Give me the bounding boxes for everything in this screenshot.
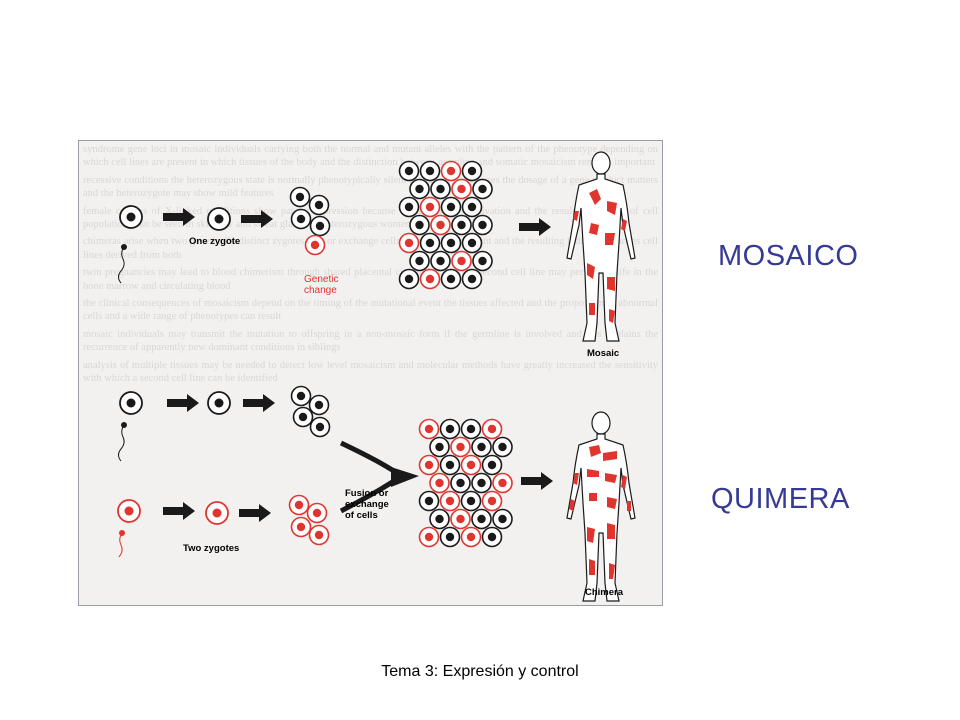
cluster-cell [472,178,493,200]
zygote-with-sperm-black [118,391,143,462]
zygote-cell [207,207,231,231]
cluster-cell [418,418,440,440]
cluster-cell [492,472,513,494]
caption-one-zygote: One zygote [189,236,240,247]
chimera-body [566,411,636,602]
cluster-cell [451,250,472,272]
cluster-cell [409,214,430,236]
black-zygote-cell [207,391,231,415]
cluster-cell [419,196,441,218]
cluster-cell [492,436,513,458]
arrow-7 [239,504,271,522]
background-print-texture: syndrome gene loci in mosaic individuals… [83,144,658,385]
mosaic-chimera-figure: syndrome gene loci in mosaic individuals… [78,140,663,606]
cluster-cell [471,472,492,494]
mosaic-body [566,151,636,342]
cluster-cell [461,196,483,218]
cluster-cell [439,526,461,548]
cluster-cell [439,418,461,440]
label-quimera: QUIMERA [711,483,850,515]
cluster-cell [492,508,513,530]
arrow-2 [241,210,273,228]
cluster-cell [429,472,450,494]
fusion-arrows [339,440,419,514]
arrow-8 [521,472,553,490]
cluster-cell [440,160,462,182]
cluster-cell [460,490,482,512]
arrow-3 [519,218,551,236]
cluster-cell [419,160,441,182]
mosaic-cell-cluster [398,160,493,290]
arrow-5 [243,394,275,412]
caption-mosaic: Mosaic [587,348,619,359]
cluster-cell [440,196,462,218]
chimera-cell-cluster [418,418,513,548]
cluster-cell [430,178,451,200]
zygote-with-sperm [118,205,143,284]
cluster-cell [440,232,462,254]
cluster-cell [460,418,482,440]
cluster-cell [409,250,430,272]
cluster-cell [450,436,471,458]
cluster-cell [472,214,493,236]
cluster-cell [460,526,482,548]
cluster-cell [460,454,482,476]
cluster-cell [481,454,503,476]
arrow-4 [167,394,199,412]
cluster-cell [439,490,461,512]
cluster-cell [409,178,430,200]
cluster-cell [440,268,462,290]
cluster-cell [481,526,503,548]
cluster-cell [419,232,441,254]
cluster-cell [398,232,420,254]
cluster-cell [418,490,440,512]
cluster-cell [471,436,492,458]
cluster-cell [451,214,472,236]
cluster-cell [429,508,450,530]
label-mosaico: MOSAICO [718,240,859,272]
red-four-cell-stage [288,494,330,546]
cluster-cell [430,250,451,272]
cluster-cell [481,418,503,440]
black-four-cell-stage [290,385,331,438]
cluster-cell [419,268,441,290]
slide-footer: Tema 3: Expresión y control [381,663,579,680]
arrow-6 [163,502,195,520]
caption-two-zygotes: Two zygotes [183,543,239,554]
cluster-cell [398,268,420,290]
red-zygote-cell [205,501,229,525]
cluster-cell [418,454,440,476]
cluster-cell [398,196,420,218]
cluster-cell [461,232,483,254]
cluster-cell [450,508,471,530]
cluster-cell [418,526,440,548]
cluster-cell [472,250,493,272]
cluster-cell [429,436,450,458]
cluster-cell [481,490,503,512]
cluster-cell [451,178,472,200]
arrow-1 [163,208,195,226]
caption-chimera: Chimera [585,587,624,598]
cluster-cell [450,472,471,494]
cluster-cell [439,454,461,476]
zygote-with-sperm-red [117,499,141,558]
cluster-cell [471,508,492,530]
four-cell-stage [289,186,331,256]
cluster-cell [430,214,451,236]
cluster-cell [461,268,483,290]
cluster-cell [398,160,420,182]
cluster-cell [461,160,483,182]
